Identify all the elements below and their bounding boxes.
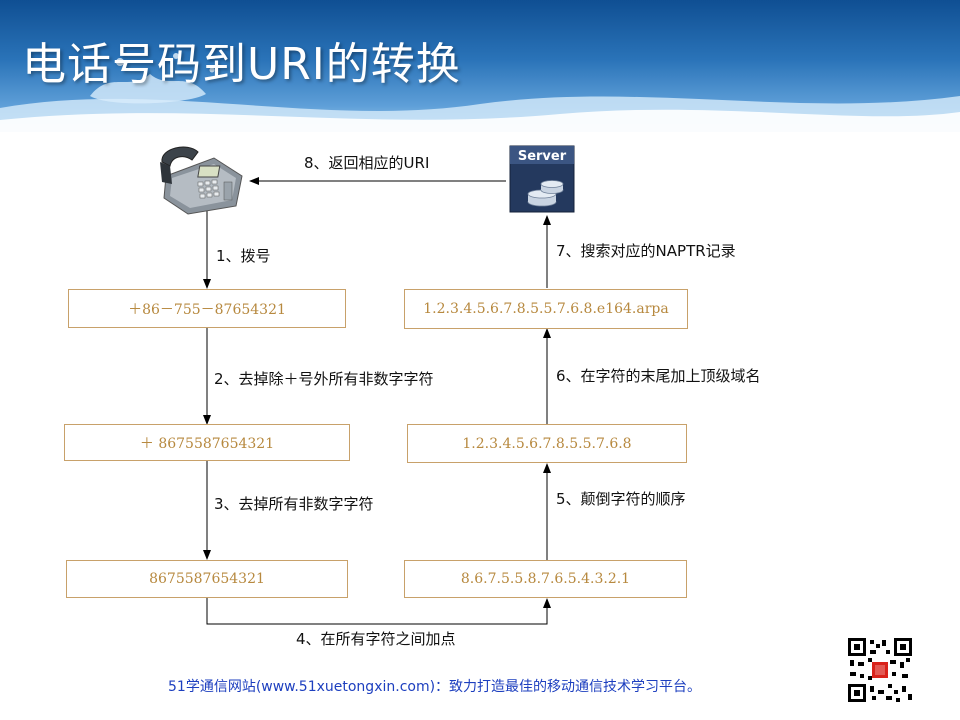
box-digits-only: 8675587654321 xyxy=(66,560,348,598)
step-label-6: 6、在字符的末尾加上顶级域名 xyxy=(556,367,761,385)
step-label-2: 2、去掉除＋号外所有非数字字符 xyxy=(214,370,434,388)
step-label-8: 8、返回相应的URI xyxy=(304,154,430,172)
server-database-icon: Server xyxy=(508,144,576,214)
box-plus-digits: ＋ 8675587654321 xyxy=(64,424,350,461)
server-label: Server xyxy=(517,149,567,164)
box-dotted-forward: 1.2.3.4.5.6.7.8.5.5.7.6.8 xyxy=(407,424,687,463)
step-label-1: 1、拨号 xyxy=(216,247,271,265)
desk-phone-icon xyxy=(160,146,243,215)
water-splash-decoration xyxy=(0,53,960,132)
step-label-3: 3、去掉所有非数字字符 xyxy=(214,495,374,513)
page-title: 电话号码到URI的转换 xyxy=(22,39,461,90)
step-label-5: 5、颠倒字符的顺序 xyxy=(556,490,686,508)
arrow-step-4 xyxy=(206,598,551,625)
qr-code-icon xyxy=(846,636,914,704)
step-label-7: 7、搜索对应的NAPTR记录 xyxy=(556,242,736,260)
step-label-4: 4、在所有字符之间加点 xyxy=(296,630,456,648)
box-domain-name: 1.2.3.4.5.6.7.8.5.5.7.6.8.e164.arpa xyxy=(404,289,688,329)
footer-tagline: 51学通信网站(www.51xuetongxin.com)：致力打造最佳的移动通… xyxy=(168,679,702,695)
title-banner: 电话号码到URI的转换 xyxy=(0,0,960,132)
box-dotted-reversed: 8.6.7.5.5.8.7.6.5.4.3.2.1 xyxy=(404,560,687,598)
box-dialed-number: ＋86－755－87654321 xyxy=(68,289,346,328)
